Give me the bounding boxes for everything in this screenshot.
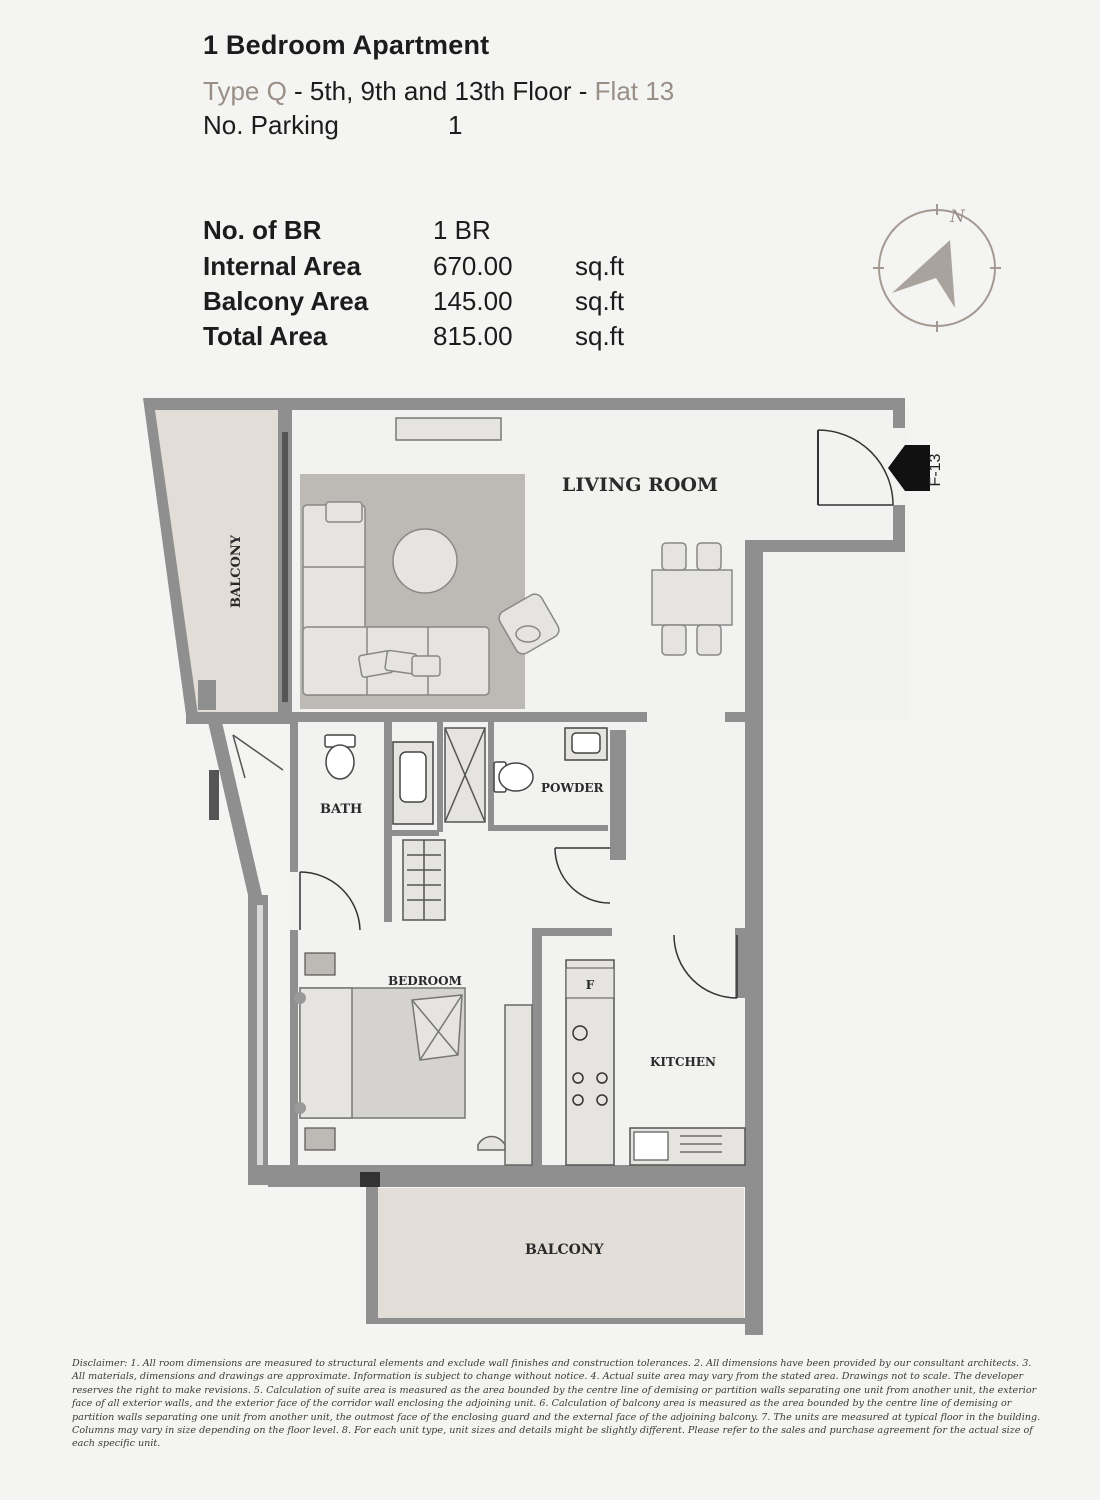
entrance-marker-icon [888,445,930,491]
parking-line: No. Parking 1 [203,110,462,141]
lamp-icon [294,1102,306,1114]
kitchen-door[interactable] [673,934,738,999]
powder-door[interactable] [554,847,611,904]
lamp-icon [294,992,306,1004]
walls [143,398,905,1335]
area-value: 1 BR [433,215,491,245]
room-label-balcony-left: BALCONY [229,534,244,608]
unit-type-label: Type Q [203,76,287,106]
area-label: Balcony Area [203,286,369,316]
bed-icon [299,987,466,1119]
compass-icon: N [873,204,1001,332]
tv-console [395,417,502,441]
area-value: 145.00 [433,286,513,316]
shower-icon [232,734,284,779]
parking-value: 1 [448,110,463,140]
closet-icon [444,727,486,823]
area-unit: sq.ft [575,321,625,351]
nightstand-icon [304,952,336,1151]
area-unit: sq.ft [575,251,625,281]
balcony-bottom-floor [372,1188,744,1320]
flat-label: Flat 13 [594,76,675,106]
kitchen-sink-icon [633,1131,722,1161]
floors-text: - 5th, 9th and 13th Floor - [286,76,595,106]
hood-icon [572,1025,588,1041]
powder-toilet-icon [493,761,534,793]
entrance-tag: F-13 [927,453,944,486]
area-value: 670.00 [433,251,513,281]
desk-icon [477,1004,533,1166]
room-label-balcony-bottom: BALCONY [525,1242,605,1258]
toilet-icon [324,734,356,780]
window-strip [209,770,219,820]
area-label: Total Area [203,321,328,351]
window-strip [257,905,263,1165]
area-label: Internal Area [203,251,361,281]
wardrobe-icon [402,839,446,921]
room-label-living: LIVING ROOM [562,474,718,496]
unit-type-line: Type Q - 5th, 9th and 13th Floor - Flat … [203,76,674,107]
room-label-bedroom: BEDROOM [388,974,462,988]
fridge-icon [565,967,615,999]
room-label-powder: POWDER [541,781,605,795]
bath-door[interactable] [299,871,361,931]
area-label: No. of BR [203,215,322,245]
fridge-label: F [586,978,595,992]
area-value: 815.00 [433,321,513,351]
sofa-icon [302,501,490,696]
area-unit: sq.ft [575,286,625,316]
sink-icon [392,741,434,825]
room-label-bath: BATH [320,802,362,817]
coffee-table [392,528,458,594]
north-label: N [949,207,966,227]
north-arrow-icon [892,240,955,308]
room-label-kitchen: KITCHEN [650,1055,716,1069]
stove-icon [572,1072,608,1106]
entry-door[interactable] [817,429,894,506]
page-title: 1 Bedroom Apartment [203,30,490,60]
powder-sink-icon [564,727,608,761]
armchair-icon [498,593,560,655]
dining-table-icon [651,542,733,656]
disclaimer-text: Disclaimer: 1. All room dimensions are m… [72,1358,1041,1450]
window-strip [282,432,288,702]
parking-label: No. Parking [203,110,339,140]
